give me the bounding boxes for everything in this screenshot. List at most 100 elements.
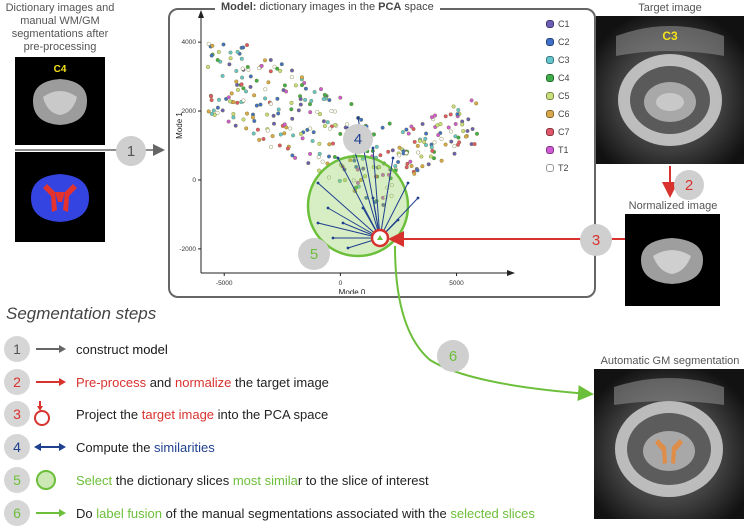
data-point: [455, 112, 460, 117]
target-image: C3: [596, 16, 744, 164]
dictionary-image-graphic: C4: [33, 64, 87, 125]
data-point: [245, 65, 250, 70]
data-point: [436, 133, 441, 138]
data-point: [332, 109, 337, 114]
step-text-highlight: most simila: [232, 472, 298, 488]
step-arrow-icon: [36, 378, 66, 386]
data-point: [449, 129, 454, 134]
auto-segmentation-caption: Automatic GM segmentation: [600, 355, 740, 367]
data-point: [209, 98, 214, 103]
data-point: [262, 58, 267, 63]
data-point: [338, 131, 343, 136]
data-point: [265, 128, 270, 133]
data-point: [276, 107, 281, 112]
legend-label: C1: [558, 19, 570, 29]
data-point: [216, 50, 221, 55]
data-point: [308, 151, 313, 156]
similarity-arrow: [327, 207, 381, 239]
data-point: [322, 124, 327, 129]
data-point: [426, 162, 431, 167]
data-point: [221, 42, 226, 47]
legend-item-c2: C2: [546, 33, 586, 51]
data-point: [439, 158, 444, 163]
data-point: [320, 159, 325, 164]
legend-marker: [546, 38, 554, 46]
data-point: [317, 112, 322, 117]
data-point: [393, 164, 398, 169]
dictionary-segmentation: [15, 152, 105, 242]
data-point: [299, 83, 304, 88]
data-point: [244, 43, 249, 48]
legend-item-c7: C7: [546, 123, 586, 141]
data-point: [298, 102, 303, 107]
data-point: [412, 171, 417, 176]
data-point: [423, 136, 428, 141]
data-point: [235, 49, 240, 54]
data-point: [285, 146, 290, 151]
similarity-arrow: [317, 222, 381, 239]
data-point: [312, 89, 317, 94]
step-text-plain: of the manual segmentations associated w…: [162, 505, 451, 521]
legend-marker: [546, 92, 554, 100]
data-point: [272, 64, 277, 69]
data-point: [424, 131, 429, 136]
data-point: [330, 141, 335, 146]
target-image-label: C3: [662, 29, 678, 43]
data-point: [303, 86, 308, 91]
badge-step-1: 1: [116, 136, 146, 166]
data-point: [268, 144, 273, 149]
data-point: [411, 126, 416, 131]
data-point: [243, 89, 248, 94]
data-point: [342, 178, 347, 183]
step-number: 6: [4, 500, 30, 526]
legend-marker: [546, 146, 554, 154]
x-axis-label: Mode 0: [339, 288, 366, 294]
legend-marker: [546, 164, 554, 172]
similarity-arrow-head: [371, 146, 375, 150]
data-point: [276, 111, 281, 116]
legend-label: T2: [558, 163, 569, 173]
legend-item-c6: C6: [546, 105, 586, 123]
data-point: [277, 143, 282, 148]
data-point: [326, 154, 331, 159]
step-number: 2: [4, 369, 30, 395]
data-point: [241, 117, 246, 122]
data-point: [406, 131, 411, 136]
data-point: [424, 143, 429, 148]
data-point: [300, 136, 305, 141]
data-point: [307, 102, 312, 107]
data-point: [299, 75, 304, 80]
data-point: [361, 166, 366, 171]
data-point: [215, 110, 220, 115]
legend-label: T1: [558, 145, 569, 155]
data-point: [469, 98, 474, 103]
data-point: [433, 113, 438, 118]
data-point: [474, 101, 479, 106]
data-point: [220, 73, 225, 78]
legend-label: C6: [558, 109, 570, 119]
step-text-plain: r to the slice of interest: [297, 472, 429, 488]
similarity-arrow: [379, 182, 409, 239]
data-point: [409, 124, 414, 129]
data-point: [241, 98, 246, 103]
x-tick-label: -5000: [216, 280, 233, 287]
data-point: [430, 115, 435, 120]
data-point: [443, 142, 448, 147]
data-point: [359, 117, 364, 122]
data-point: [362, 174, 367, 179]
legend-label: C7: [558, 127, 570, 137]
data-point: [416, 150, 421, 155]
data-point: [241, 86, 246, 91]
data-point: [404, 150, 409, 155]
data-point: [215, 105, 220, 110]
data-point: [463, 134, 468, 139]
data-point: [420, 164, 425, 169]
data-point: [417, 138, 422, 143]
legend-item-c3: C3: [546, 51, 586, 69]
data-point: [261, 136, 266, 141]
legend-label: C3: [558, 55, 570, 65]
data-point: [439, 136, 444, 141]
step-text-plain: the dictionary slices: [112, 472, 233, 488]
step-text-plain: construct: [76, 341, 133, 357]
legend-item-c4: C4: [546, 69, 586, 87]
